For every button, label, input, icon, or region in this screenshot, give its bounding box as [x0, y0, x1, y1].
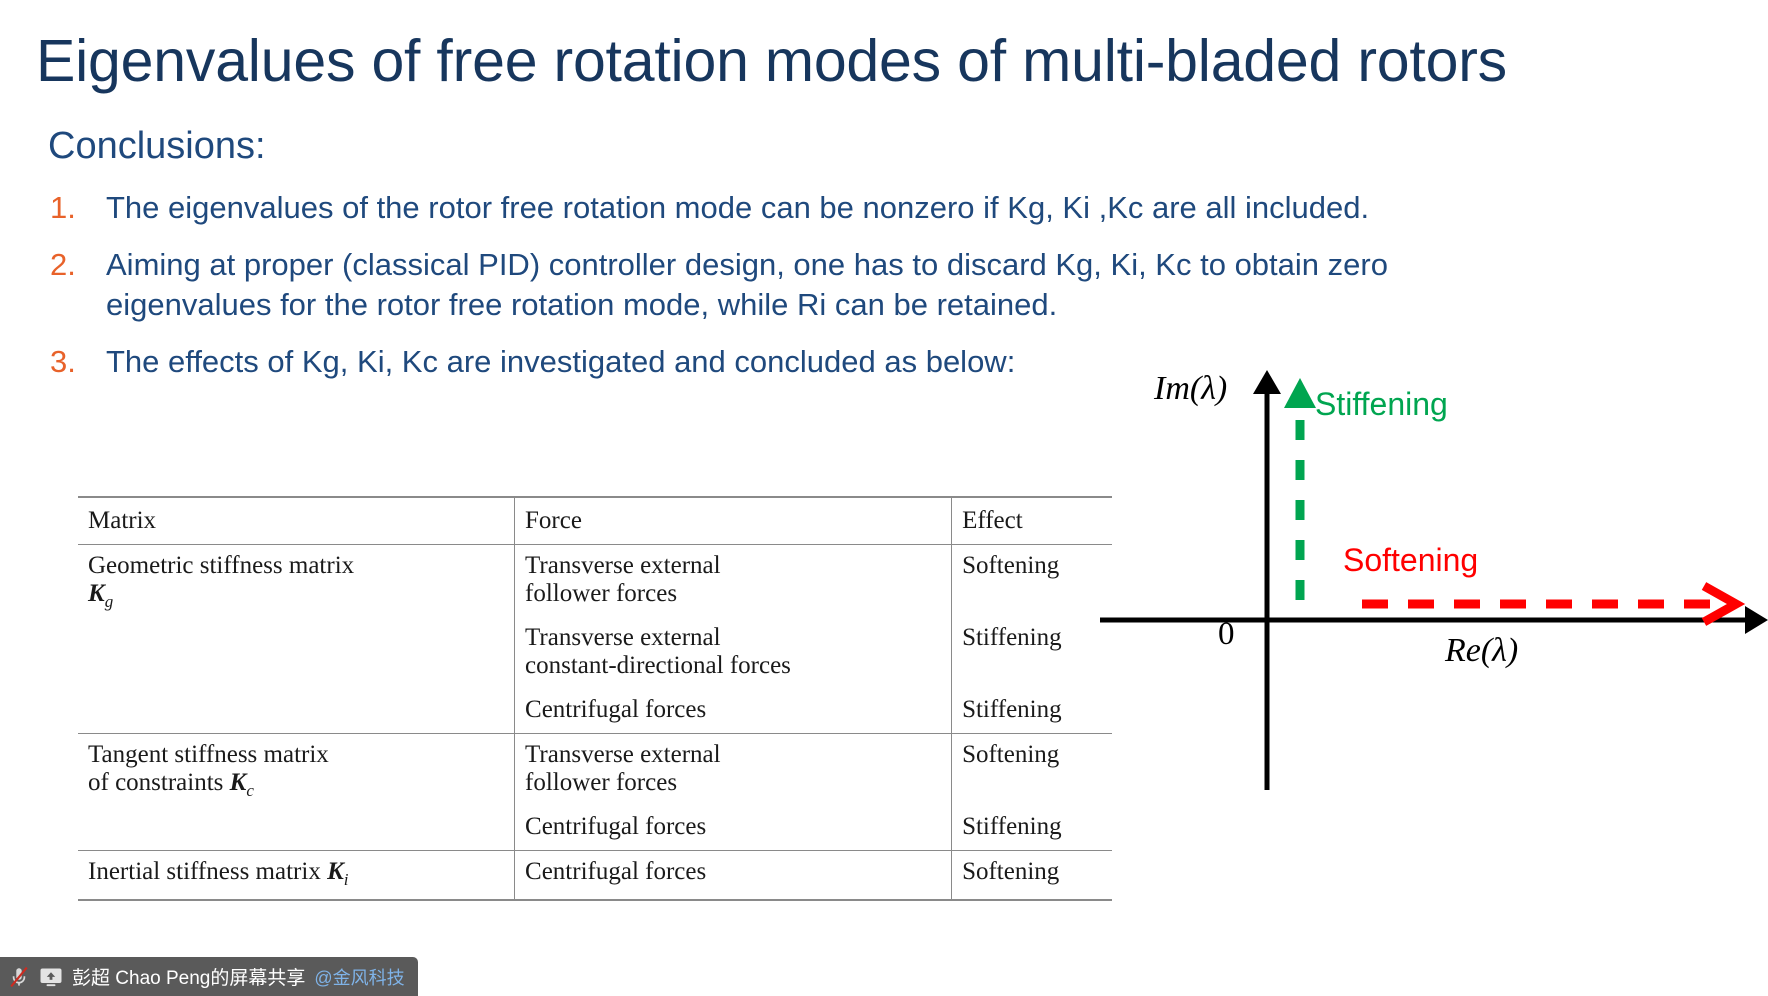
column-header-matrix: Matrix — [78, 496, 515, 545]
force-line-1: Centrifugal forces — [525, 858, 707, 885]
cell-matrix-name: Geometric stiffness matrix Kg — [78, 544, 515, 734]
table-row: Tangent stiffness matrix of constraints … — [78, 733, 1112, 851]
list-item-text: The eigenvalues of the rotor free rotati… — [106, 190, 1370, 225]
force-line-1: Transverse external — [525, 741, 721, 768]
table-row: Transverse external constant-directional… — [78, 617, 1112, 689]
screen-share-status-bar: 彭超 Chao Peng的屏幕共享 @金风科技 — [0, 957, 418, 996]
real-axis-label: Re(λ) — [1445, 632, 1519, 669]
matrix-label: Geometric stiffness matrix — [88, 552, 355, 579]
cell-force: Transverse external follower forces — [514, 544, 952, 617]
force-line-2: follower forces — [525, 769, 678, 796]
softening-label: Softening — [1343, 542, 1479, 578]
cell-effect: Stiffening — [951, 689, 1112, 734]
matrix-effects-table: Matrix Force Effect Geometric stiffness … — [78, 496, 1112, 901]
table-row: Geometric stiffness matrix Kg Transverse… — [78, 544, 1112, 734]
conclusions-list: 1. The eigenvalues of the rotor free rot… — [44, 188, 1464, 399]
cell-matrix-name: Tangent stiffness matrix of constraints … — [78, 733, 515, 851]
matrix-symbol: Ki — [327, 858, 349, 889]
cell-force: Transverse external constant-directional… — [514, 617, 952, 689]
list-item: 3. The effects of Kg, Ki, Kc are investi… — [44, 342, 1464, 382]
column-header-effect: Effect — [951, 496, 1112, 545]
list-item: 1. The eigenvalues of the rotor free rot… — [44, 188, 1464, 228]
softening-arrowhead — [1701, 582, 1746, 626]
table-row: Inertial stiffness matrix Ki Centrifugal… — [78, 850, 1112, 900]
conclusions-heading: Conclusions: — [48, 125, 266, 167]
list-item-number: 2. — [50, 247, 76, 282]
imaginary-axis-arrowhead — [1253, 370, 1281, 394]
stiffening-arrowhead — [1284, 378, 1316, 408]
cell-force: Transverse external follower forces — [514, 733, 952, 806]
list-item-text: Aiming at proper (classical PID) control… — [106, 247, 1388, 322]
force-line-2: follower forces — [525, 580, 678, 607]
column-header-force: Force — [514, 496, 952, 545]
force-line-2: constant-directional forces — [525, 652, 791, 679]
cell-force: Centrifugal forces — [514, 689, 952, 734]
matrix-effects-table-wrapper: Matrix Force Effect Geometric stiffness … — [78, 496, 1112, 901]
matrix-label: Inertial stiffness matrix — [88, 858, 321, 885]
matrix-label-2: of constraints Kc — [88, 769, 254, 800]
table-row: Centrifugal forces Stiffening — [78, 806, 1112, 851]
matrix-label: Tangent stiffness matrix — [88, 741, 329, 768]
list-item: 2. Aiming at proper (classical PID) cont… — [44, 245, 1464, 325]
force-line-1: Centrifugal forces — [525, 696, 707, 723]
cell-effect: Softening — [951, 544, 1112, 617]
cell-effect: Stiffening — [951, 806, 1112, 851]
complex-plane-diagram: Im(λ) Re(λ) 0 Stiffening Softening — [1100, 370, 1768, 830]
cell-force: Centrifugal forces — [514, 850, 952, 900]
list-item-number: 1. — [50, 190, 76, 225]
origin-label: 0 — [1218, 616, 1235, 652]
cell-force: Centrifugal forces — [514, 806, 952, 851]
cell-matrix-name: Inertial stiffness matrix Ki — [78, 850, 515, 900]
table-header: Matrix Force Effect — [78, 496, 1112, 545]
real-axis-arrowhead — [1745, 606, 1768, 634]
complex-plane-svg — [1100, 370, 1768, 790]
force-line-1: Centrifugal forces — [525, 813, 707, 840]
cell-effect: Softening — [951, 850, 1112, 900]
imaginary-axis-label: Im(λ) — [1154, 370, 1228, 407]
force-line-1: Transverse external — [525, 552, 721, 579]
matrix-symbol: Kg — [88, 580, 114, 611]
stiffening-label: Stiffening — [1315, 386, 1448, 422]
table-body: Geometric stiffness matrix Kg Transverse… — [78, 544, 1112, 900]
screen-share-icon[interactable] — [39, 966, 63, 988]
share-owner-text: 彭超 Chao Peng的屏幕共享 — [72, 968, 306, 989]
table-row: Centrifugal forces Stiffening — [78, 689, 1112, 734]
force-line-1: Transverse external — [525, 624, 721, 651]
list-item-number: 3. — [50, 344, 76, 379]
list-item-text: The effects of Kg, Ki, Kc are investigat… — [106, 344, 1016, 379]
page-title: Eigenvalues of free rotation modes of mu… — [36, 28, 1507, 94]
microphone-muted-icon[interactable] — [8, 965, 30, 989]
table-header-row: Matrix Force Effect — [78, 496, 1112, 545]
matrix-symbol: Kc — [229, 769, 254, 800]
share-org-text: @金风科技 — [314, 967, 405, 988]
cell-effect: Softening — [951, 733, 1112, 806]
cell-effect: Stiffening — [951, 617, 1112, 689]
